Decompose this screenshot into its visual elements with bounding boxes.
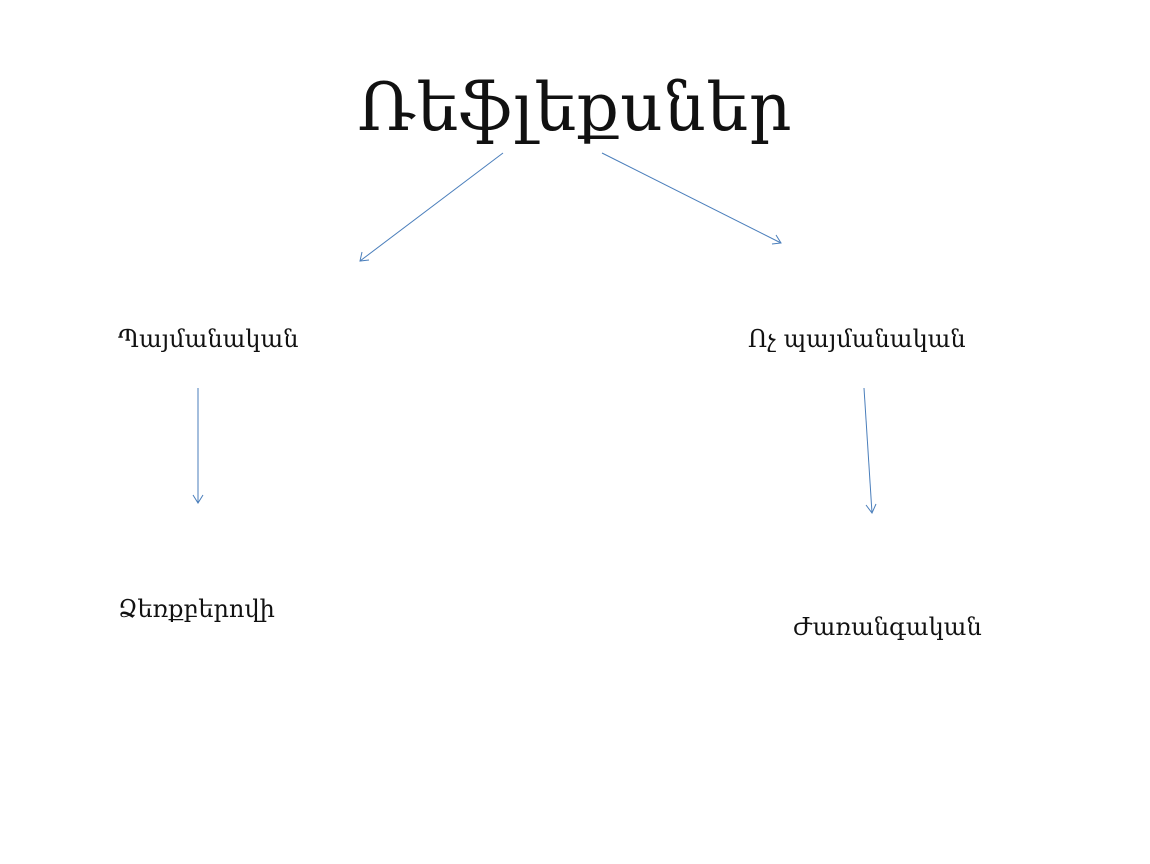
- node-unconditional: Ոչ պայմանական: [748, 325, 966, 353]
- node-unconditional-child: Ժառանգական: [793, 613, 982, 641]
- node-conditional-child: Ձեռքբերովի: [118, 595, 275, 623]
- arrow-conditional-to-child: [192, 388, 204, 504]
- arrow-unconditional-to-child: [863, 387, 877, 514]
- arrow-title-to-unconditional: [601, 152, 782, 245]
- node-conditional: Պայմանական: [118, 325, 299, 353]
- arrow-title-to-conditional: [359, 152, 504, 262]
- diagram-title: Ռեֆլեքսներ: [357, 69, 793, 146]
